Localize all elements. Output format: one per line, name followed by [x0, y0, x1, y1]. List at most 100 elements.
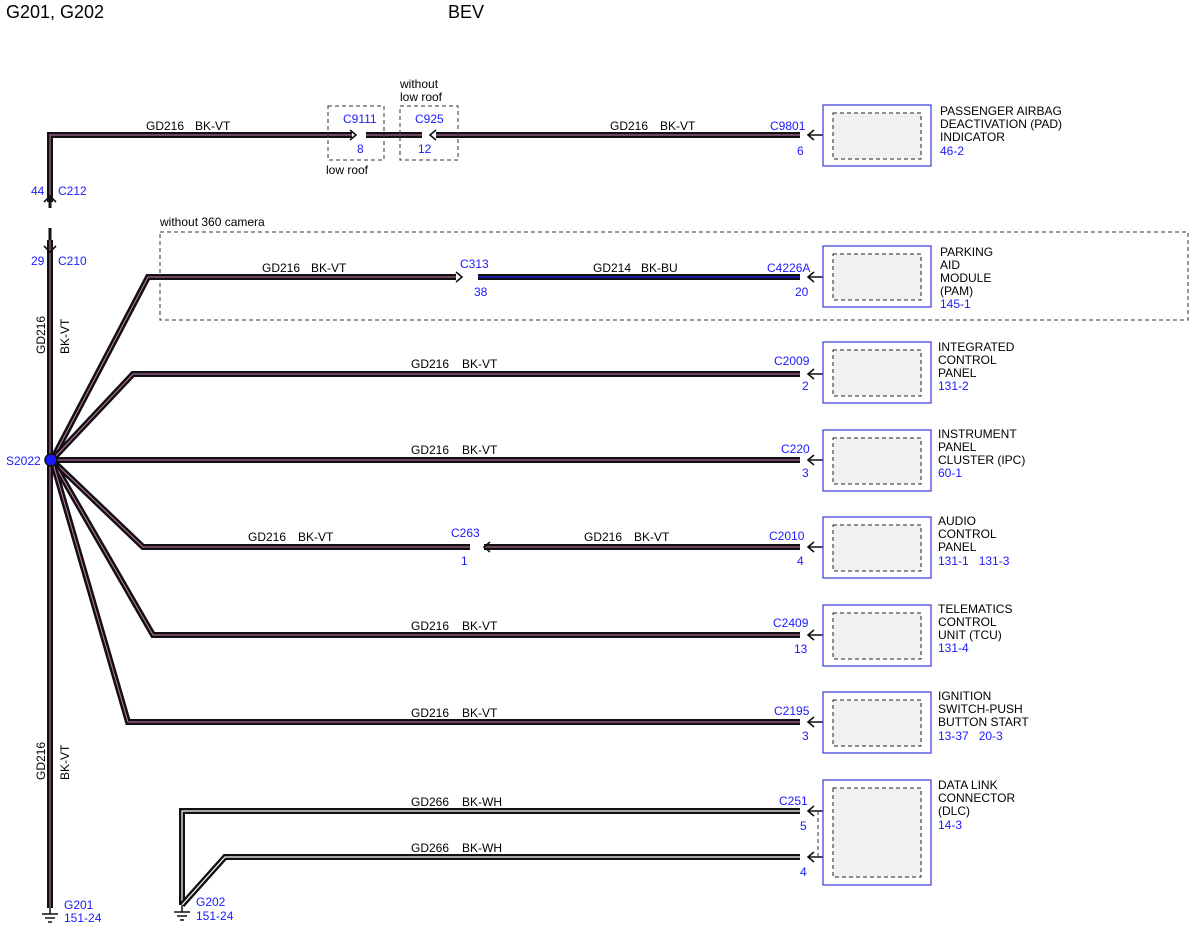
dlc-component-inner [832, 787, 922, 878]
tcu-circuit: GD216 [411, 619, 449, 633]
ipc-component-inner [832, 437, 922, 485]
ipc-circuit: GD216 [411, 443, 449, 457]
c9111-label: C9111 [343, 112, 377, 126]
c9111-option-box [327, 105, 385, 161]
ign-name-2: SWITCH-PUSH [938, 702, 1023, 716]
ground-g201-icon [42, 908, 58, 923]
icp-circuit: GD216 [411, 357, 449, 371]
ipc-pin: 3 [802, 466, 809, 480]
pad-connector: C9801 [770, 119, 806, 133]
acp-color-left: BK-VT [298, 530, 334, 544]
ground-g201-ref: 151-24 [64, 911, 102, 925]
pad-component-inner [832, 112, 922, 160]
ipc-name-1: INSTRUMENT [938, 427, 1017, 441]
ground-g202-ref: 151-24 [196, 909, 234, 923]
acp-name-1: AUDIO [938, 514, 976, 528]
icp-connector: C2009 [774, 354, 810, 368]
c263-label: C263 [451, 526, 480, 540]
pad-color-left: BK-VT [195, 119, 231, 133]
ign-pin: 3 [802, 729, 809, 743]
ign-circuit: GD216 [411, 706, 449, 720]
camera-option-label: without 360 camera [159, 215, 265, 229]
tcu-name-1: TELEMATICS [938, 602, 1012, 616]
acp-circuit-right: GD216 [584, 530, 622, 544]
c925-arrow-icon [428, 129, 437, 141]
acp-component-inner [832, 524, 922, 572]
c313-pin: 38 [474, 285, 488, 299]
splice-s2022-icon [44, 453, 58, 467]
dlc-connector: C251 [779, 794, 808, 808]
icp-color: BK-VT [462, 357, 498, 371]
trunk-upper-circuit: GD216 [34, 316, 48, 354]
icp-ref: 131-2 [938, 379, 969, 393]
ipc-name-3: CLUSTER (IPC) [938, 453, 1025, 467]
acp-connector: C2010 [769, 529, 805, 543]
dlc-color-a: BK-WH [462, 795, 502, 809]
dlc-pin-a: 5 [800, 819, 807, 833]
pad-circuit-left: GD216 [146, 119, 184, 133]
ipc-name-2: PANEL [938, 440, 977, 454]
splice-branch-wires [49, 274, 800, 725]
dlc-color-b: BK-WH [462, 841, 502, 855]
c9111-note: low roof [326, 163, 369, 177]
dlc-name-2: CONNECTOR [938, 791, 1015, 805]
ign-color: BK-VT [462, 706, 498, 720]
pam-component-inner [832, 253, 922, 301]
splice-label: S2022 [6, 454, 41, 468]
dlc-ref: 14-3 [938, 818, 962, 832]
header-variant: BEV [448, 2, 484, 22]
c210-pin: 29 [31, 254, 45, 268]
pam-connector: C4226A [767, 261, 810, 275]
tcu-color: BK-VT [462, 619, 498, 633]
acp-color-right: BK-VT [634, 530, 670, 544]
trunk-lower-color: BK-VT [58, 744, 72, 780]
tcu-component-inner [832, 612, 922, 660]
c9111-pin: 8 [357, 142, 364, 156]
pad-color-right: BK-VT [660, 119, 696, 133]
tcu-name-3: UNIT (TCU) [938, 628, 1002, 642]
icp-name-2: CONTROL [938, 353, 997, 367]
trunk-upper-color: BK-VT [58, 318, 72, 354]
pad-name-3: INDICATOR [940, 130, 1005, 144]
pam-pin: 20 [795, 285, 809, 299]
left-trunk-wire [47, 132, 330, 908]
c212-label: C212 [58, 184, 87, 198]
c925-label: C925 [415, 112, 444, 126]
c212-c210-connector [40, 194, 62, 254]
pam-name-1: PARKING [940, 245, 993, 259]
icp-pin: 2 [802, 379, 809, 393]
ign-name-1: IGNITION [938, 689, 991, 703]
trunk-lower-circuit: GD216 [34, 742, 48, 780]
c263-arrow-icon [482, 541, 491, 553]
pam-name-2: AID [940, 258, 960, 272]
ground-g202-icon [174, 905, 190, 921]
pad-pin: 6 [797, 144, 804, 158]
tcu-pin: 13 [794, 642, 808, 656]
ground-g201-label: G201 [64, 898, 94, 912]
pam-color-right: BK-BU [641, 261, 678, 275]
c313-arrow-icon [455, 271, 464, 283]
c212-pin: 44 [31, 184, 45, 198]
ign-component-inner [832, 699, 922, 747]
ipc-connector: C220 [781, 442, 810, 456]
ign-name-3: BUTTON START [938, 715, 1029, 729]
c925-option-box [399, 105, 459, 161]
tcu-name-2: CONTROL [938, 615, 997, 629]
pad-name-1: PASSENGER AIRBAG [940, 104, 1062, 118]
pam-name-4: (PAM) [940, 284, 973, 298]
acp-name-3: PANEL [938, 540, 977, 554]
ign-ref: 13-37 20-3 [938, 729, 1003, 743]
dlc-name-1: DATA LINK [938, 778, 998, 792]
ipc-color: BK-VT [462, 443, 498, 457]
tcu-ref: 131-4 [938, 641, 969, 655]
pam-color-left: BK-VT [311, 261, 347, 275]
header-ground-ids: G201, G202 [6, 2, 104, 22]
c925-note-line2: low roof [400, 90, 443, 104]
icp-component-inner [832, 349, 922, 397]
c210-label: C210 [58, 254, 87, 268]
c9111-arrow-icon [349, 129, 358, 141]
acp-ref: 131-1 131-3 [938, 554, 1010, 568]
pad-circuit-right: GD216 [610, 119, 648, 133]
c313-label: C313 [460, 257, 489, 271]
